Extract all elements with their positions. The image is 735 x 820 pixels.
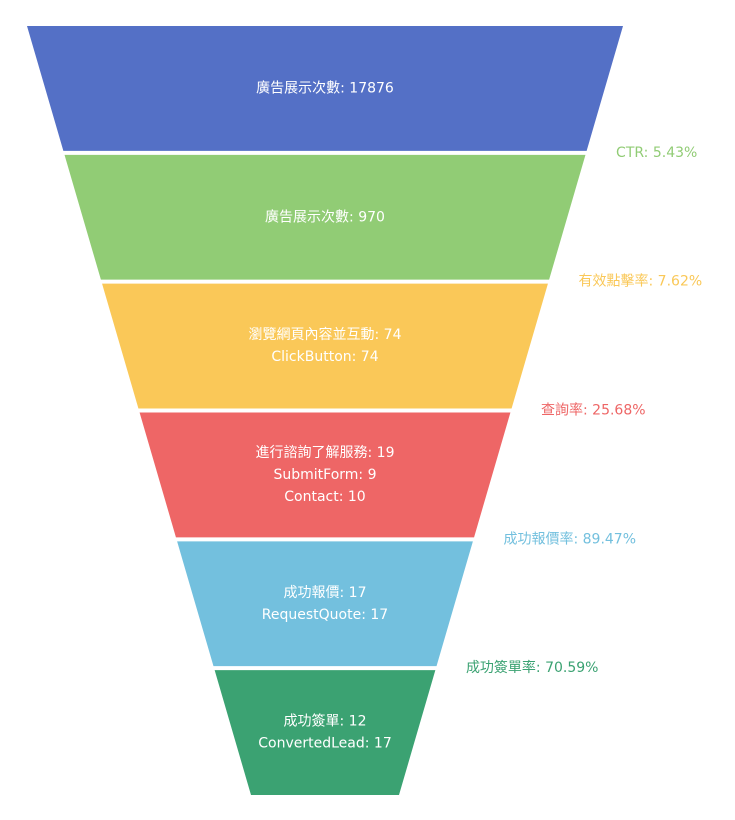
funnel-segment-3[interactable] [102, 283, 548, 409]
conversion-rate-label-2: 有效點擊率: 7.62% [579, 273, 703, 290]
conversion-rate-label-4: 成功報價率: 89.47% [503, 530, 636, 547]
funnel-segment-6-label-1: 成功簽單: 12 [284, 713, 367, 730]
funnel-segment-6-label-2: ConvertedLead: 17 [258, 736, 391, 752]
funnel-segment-3-label-1: 瀏覽網頁內容並互動: 74 [249, 326, 402, 343]
funnel-segment-2[interactable] [64, 154, 586, 280]
funnel-segment-5[interactable] [177, 541, 473, 667]
funnel-segment-4-label-2: SubmitForm: 9 [273, 467, 376, 483]
funnel-segment-1-label-1: 廣告展示次數: 17876 [256, 79, 394, 96]
conversion-rate-label-3: 查詢率: 25.68% [541, 402, 646, 419]
funnel-segment-4-label-1: 進行諮詢了解服務: 19 [256, 444, 395, 461]
funnel-segment-4[interactable] [139, 412, 511, 538]
funnel-segment-4-label-3: Contact: 10 [284, 489, 365, 505]
funnel-segment-5-label-1: 成功報價: 17 [284, 584, 367, 601]
funnel-segment-1[interactable] [27, 26, 623, 151]
funnel-segment-2-label-1: 廣告展示次數: 970 [265, 208, 385, 225]
funnel-segment-3-label-2: ClickButton: 74 [271, 349, 378, 365]
funnel-segment-5-label-2: RequestQuote: 17 [262, 607, 388, 623]
conversion-rate-label-5: 成功簽單率: 70.59% [466, 659, 599, 676]
conversion-rate-label-1: CTR: 5.43% [616, 145, 697, 161]
funnel-segment-6[interactable] [214, 670, 436, 795]
